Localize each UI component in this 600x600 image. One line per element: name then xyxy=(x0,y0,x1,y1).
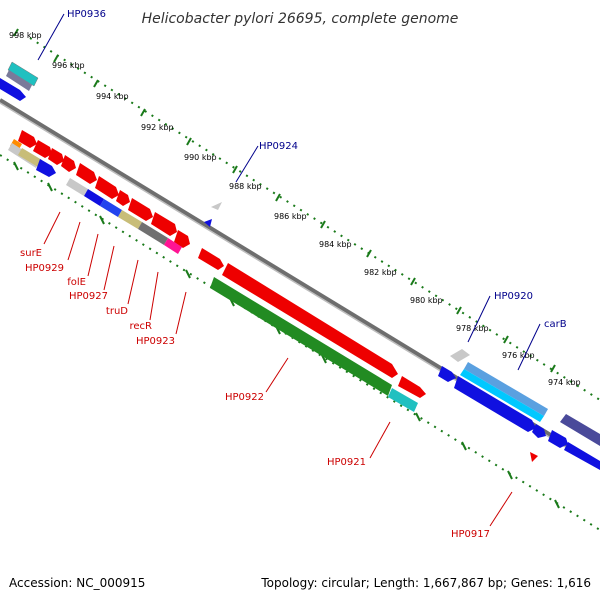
genome-summary-text: Topology: circular; Length: 1,667,867 bp… xyxy=(260,576,591,590)
forward-leaders xyxy=(37,13,541,371)
map-title: Helicobacter pylori 26695, complete geno… xyxy=(142,11,459,27)
accession-text: Accession: NC_000915 xyxy=(9,576,145,590)
gene-label[interactable]: folE xyxy=(67,277,86,288)
forward-genes-top xyxy=(0,61,39,101)
arrow-HP0917 xyxy=(530,452,538,462)
outer-long-ticks xyxy=(13,28,556,373)
gene-label[interactable]: surE xyxy=(20,248,42,259)
reverse-genes-left xyxy=(8,130,190,254)
gene-label[interactable]: HP0917 xyxy=(451,529,490,540)
gene-carB xyxy=(464,362,548,416)
scale-label: 978 kbp xyxy=(456,324,489,333)
scale-label: 992 kbp xyxy=(141,123,174,132)
gene-label[interactable]: carB xyxy=(544,319,567,330)
scale-label: 984 kbp xyxy=(319,240,352,249)
scale-labels: 998 kbp 996 kbp 994 kbp 992 kbp 990 kbp … xyxy=(9,31,581,387)
gene-HP0936 xyxy=(7,61,39,87)
scale-label: 986 kbp xyxy=(274,212,307,221)
scale-label: 996 kbp xyxy=(52,61,85,70)
gene-label[interactable]: HP0922 xyxy=(225,392,264,403)
scale-label: 982 kbp xyxy=(364,268,397,277)
gene-label[interactable]: HP0924 xyxy=(259,141,298,152)
gene-label[interactable]: HP0929 xyxy=(25,263,64,274)
center-genes xyxy=(198,202,426,412)
scale-label: 976 kbp xyxy=(502,351,535,360)
gene-label[interactable]: HP0923 xyxy=(136,336,175,347)
scale-label: 990 kbp xyxy=(184,153,217,162)
scale-label: 994 kbp xyxy=(96,92,129,101)
outer-tick-track xyxy=(29,37,600,401)
scale-label: 998 kbp xyxy=(9,31,42,40)
gene-HP0922 xyxy=(222,263,398,378)
gene-HP0921 xyxy=(388,388,418,412)
scale-label: 980 kbp xyxy=(410,296,443,305)
reverse-leaders xyxy=(43,211,513,527)
gene-label[interactable]: HP0927 xyxy=(69,291,108,302)
gene-label[interactable]: HP0936 xyxy=(67,9,106,20)
gene-green xyxy=(210,277,392,396)
gene-blue xyxy=(0,78,26,101)
scale-label: 974 kbp xyxy=(548,378,581,387)
gene-label[interactable]: HP0921 xyxy=(327,457,366,468)
forward-gene-labels: HP0936 HP0924 HP0920 carB xyxy=(67,9,567,330)
scale-label: 988 kbp xyxy=(229,182,262,191)
reverse-gene-labels: surE HP0929 folE HP0927 truD recR HP0923… xyxy=(20,248,490,540)
gene-label[interactable]: truD xyxy=(106,306,128,317)
arrow-HP0924 xyxy=(204,219,212,227)
gene-label[interactable]: recR xyxy=(130,321,153,332)
gene-label[interactable]: HP0920 xyxy=(494,291,533,302)
right-genes xyxy=(438,349,600,470)
